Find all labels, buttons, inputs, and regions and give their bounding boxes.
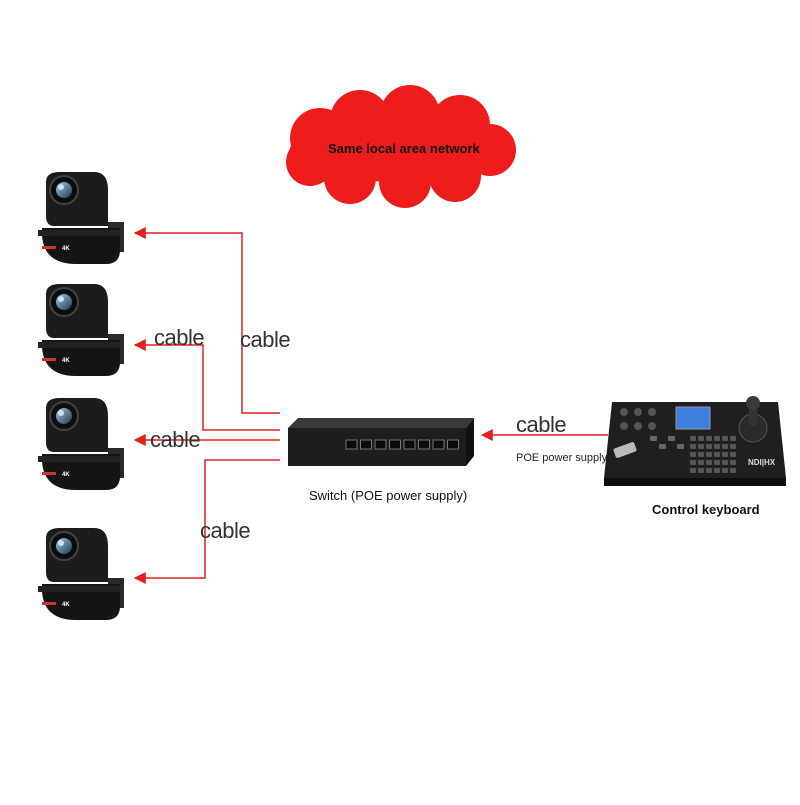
camera-icon: 4K bbox=[38, 284, 124, 376]
switch-port bbox=[432, 439, 445, 450]
keyboard-key bbox=[690, 444, 696, 449]
keyboard-key bbox=[714, 460, 720, 465]
switch-port bbox=[389, 439, 401, 450]
camera-badge: 4K bbox=[62, 602, 70, 608]
keyboard-key bbox=[722, 444, 728, 449]
poe-switch bbox=[288, 418, 474, 466]
keyboard-knob bbox=[648, 422, 656, 430]
keyboard-key bbox=[698, 444, 704, 449]
keyboard-key bbox=[706, 444, 712, 449]
keyboard-key bbox=[650, 436, 657, 441]
link-camera-4 bbox=[133, 459, 280, 584]
poe-label: POE power supply bbox=[516, 452, 608, 464]
keyboard-brand: NDI|HX bbox=[748, 458, 776, 467]
keyboard-knob bbox=[620, 422, 628, 430]
keyboard-key bbox=[730, 436, 736, 441]
camera-icon: 4K bbox=[38, 398, 124, 490]
keyboard-key bbox=[668, 436, 675, 441]
keyboard-knob bbox=[634, 422, 642, 430]
keyboard-key bbox=[730, 468, 736, 473]
camera-badge: 4K bbox=[62, 472, 70, 478]
keyboard-key bbox=[722, 468, 728, 473]
keyboard-label: Control keyboard bbox=[652, 502, 760, 517]
keyboard-key bbox=[698, 468, 704, 473]
switch-port bbox=[403, 439, 416, 450]
keyboard-key bbox=[722, 452, 728, 457]
keyboard-key bbox=[722, 460, 728, 465]
cloud-label: Same local area network bbox=[328, 141, 480, 156]
keyboard-key bbox=[714, 452, 720, 457]
keyboard-key bbox=[730, 460, 736, 465]
cable-label-camera-3: cable bbox=[150, 427, 201, 452]
link-camera-2 bbox=[133, 339, 280, 431]
keyboard-key bbox=[698, 460, 704, 465]
keyboard-key bbox=[690, 460, 696, 465]
keyboard-key bbox=[714, 436, 720, 441]
keyboard-key bbox=[659, 444, 666, 449]
keyboard-key bbox=[706, 452, 712, 457]
switch-label: Switch (POE power supply) bbox=[309, 488, 468, 503]
switch-port bbox=[418, 439, 430, 450]
switch-port bbox=[345, 439, 358, 450]
keyboard-key bbox=[690, 436, 696, 441]
switch-port bbox=[360, 439, 372, 450]
keyboard-knob bbox=[648, 408, 656, 416]
keyboard-knob bbox=[634, 408, 642, 416]
keyboard-knob bbox=[620, 408, 628, 416]
camera-badge: 4K bbox=[62, 358, 70, 364]
camera-icon: 4K bbox=[38, 172, 124, 264]
keyboard-key bbox=[722, 436, 728, 441]
keyboard-key bbox=[730, 452, 736, 457]
keyboard-key bbox=[714, 468, 720, 473]
control-keyboard bbox=[604, 396, 786, 486]
keyboard-keys bbox=[620, 408, 736, 473]
cable-label-top: cable bbox=[240, 327, 291, 352]
cable-label-camera-2: cable bbox=[154, 325, 205, 350]
link-camera-1 bbox=[133, 227, 280, 414]
keyboard-key bbox=[714, 444, 720, 449]
cable-label-keyboard: cable bbox=[516, 412, 567, 437]
connection-lines bbox=[133, 227, 608, 584]
keyboard-key bbox=[706, 460, 712, 465]
keyboard-key bbox=[698, 452, 704, 457]
ptz-cameras: 4K 4K 4K 4K bbox=[38, 172, 124, 620]
switch-port bbox=[374, 439, 387, 450]
camera-icon: 4K bbox=[38, 528, 124, 620]
keyboard-key bbox=[698, 436, 704, 441]
keyboard-key bbox=[706, 436, 712, 441]
keyboard-key bbox=[690, 468, 696, 473]
switch-port bbox=[447, 439, 459, 450]
camera-badge: 4K bbox=[62, 246, 70, 252]
cable-label-camera-4: cable bbox=[200, 518, 251, 543]
switch-ports bbox=[345, 439, 459, 450]
keyboard-key bbox=[706, 468, 712, 473]
keyboard-key bbox=[690, 452, 696, 457]
keyboard-key bbox=[677, 444, 684, 449]
keyboard-key bbox=[730, 444, 736, 449]
cloud-shape bbox=[286, 85, 516, 208]
